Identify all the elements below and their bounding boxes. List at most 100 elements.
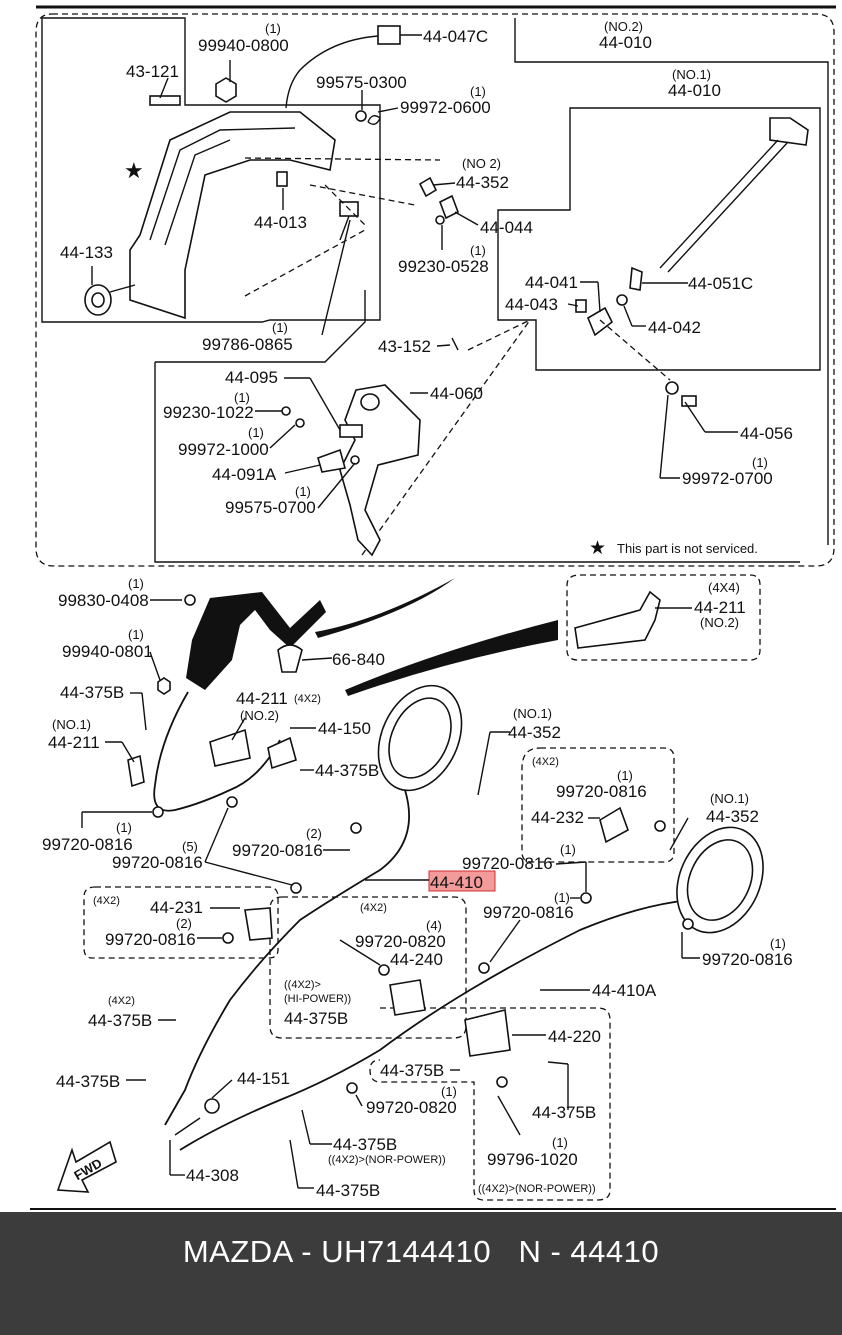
label-99720-0820-b: 99720-0820 <box>366 1098 457 1117</box>
no2-cable-box <box>514 18 829 545</box>
spring-44-042 <box>616 294 628 306</box>
tag-4x2-a: (4X2) <box>294 693 321 705</box>
bolt-1 <box>152 806 164 818</box>
clip-44-044 <box>438 194 460 220</box>
qty-99720-0816-l: (1) <box>116 820 132 835</box>
qty-99720-0820-a: (4) <box>426 918 442 933</box>
washer-99575-0300 <box>355 110 367 122</box>
pin-44-013 <box>276 171 288 187</box>
qty-99786-0865: (1) <box>272 320 288 335</box>
label-99720-0816-c1: 99720-0816 <box>462 854 553 873</box>
label-44-150: 44-150 <box>318 719 371 738</box>
label-44-308: 44-308 <box>186 1166 239 1185</box>
bolt-4 <box>350 822 362 834</box>
release-rod <box>659 139 789 273</box>
bolt-2 <box>226 796 238 808</box>
label-no1-mid: (NO.1) <box>513 706 552 721</box>
washer-99575-0700 <box>350 455 360 465</box>
bracket-44-232 <box>599 806 629 844</box>
bolt-3 <box>290 882 302 894</box>
bolt-10 <box>378 964 390 976</box>
label-99720-0820-a: 99720-0820 <box>355 932 446 951</box>
bracket-44-231 <box>244 907 273 941</box>
label-44-091A: 44-091A <box>212 465 277 484</box>
label-44-231: 44-231 <box>150 898 203 917</box>
qty-99972-0600: (1) <box>470 84 486 99</box>
label-44-151: 44-151 <box>237 1069 290 1088</box>
label-44-042: 44-042 <box>648 318 701 337</box>
guide-line-7 <box>599 319 671 381</box>
group-4x2-right <box>521 747 675 863</box>
label-44-352-right: 44-352 <box>706 807 759 826</box>
qty-99972-1000: (1) <box>248 425 264 440</box>
bracket-44-240 <box>389 979 426 1016</box>
equalizer-44-220 <box>464 1009 511 1057</box>
arrow-to-upper <box>315 578 455 638</box>
label-44-375B-i: 44-375B <box>316 1181 380 1200</box>
tag-4x2-d: (4X2) <box>360 902 387 914</box>
tag-4x2-c: (4X2) <box>93 895 120 907</box>
qty-99720-0816-d: (2) <box>176 916 192 931</box>
label-44-410A: 44-410A <box>592 981 657 1000</box>
part-44-308 <box>174 1117 201 1136</box>
label-44-375B-a: 44-375B <box>60 683 124 702</box>
label-nor-power-a: ((4X2)>(NOR-POWER)) <box>328 1154 446 1166</box>
label-44-375B-d: 44-375B <box>284 1009 348 1028</box>
label-99940-0801: 99940-0801 <box>62 642 153 661</box>
label-44-211-4x2: 44-211 <box>236 689 288 708</box>
guide-line-6 <box>361 319 531 556</box>
part-44-151 <box>204 1098 220 1114</box>
parking-lever-body <box>129 111 336 320</box>
qty-99720-0816-2: (2) <box>306 826 322 841</box>
bolt-99830-0408 <box>184 594 196 606</box>
label-44-041: 44-041 <box>525 273 578 292</box>
label-44-352-top: 44-352 <box>456 173 509 192</box>
label-44-410: 44-410 <box>430 873 483 892</box>
part-number-title: MAZDA - UH7144410 N - 44410 <box>182 1234 660 1269</box>
pin-43-152 <box>451 337 459 351</box>
upper-group-box <box>35 13 835 567</box>
brake-drum-left-inner <box>388 697 452 779</box>
label-43-152: 43-152 <box>378 337 431 356</box>
label-99720-0816-2: 99720-0816 <box>232 841 323 860</box>
label-44-220: 44-220 <box>548 1027 601 1046</box>
label-99720-0816-c2: 99720-0816 <box>483 903 574 922</box>
release-handle <box>769 117 809 146</box>
footer-bar: MAZDA - UH7144410 N - 44410 <box>0 1212 842 1335</box>
qty-99940-0801: (1) <box>128 627 144 642</box>
group-4x2-left <box>83 886 279 959</box>
label-44-232: 44-232 <box>531 808 584 827</box>
label-44-013: 44-013 <box>254 213 307 232</box>
lever-grip-knob-inner <box>91 292 105 308</box>
bolt-7 <box>654 820 666 832</box>
label-44-133: 44-133 <box>60 243 113 262</box>
qty-99720-0816-e: (1) <box>770 936 786 951</box>
tag-4x2-b: (4X2) <box>532 756 559 768</box>
label-44-056: 44-056 <box>740 424 793 443</box>
guide-line-3 <box>309 184 416 206</box>
label-99230-1022: 99230-1022 <box>163 403 254 422</box>
label-44-352-mid: 44-352 <box>508 723 561 742</box>
label-44-375B-f: 44-375B <box>380 1061 444 1080</box>
label-44-095: 44-095 <box>225 368 278 387</box>
part-44-095 <box>339 424 363 438</box>
qty-99940-0800: (1) <box>265 21 281 36</box>
label-44-044: 44-044 <box>480 218 533 237</box>
bracket-boss <box>360 393 380 411</box>
qty-99230-1022: (1) <box>234 390 250 405</box>
bolt-6 <box>478 962 490 974</box>
label-99972-0700: 99972-0700 <box>682 469 773 488</box>
label-99720-0816-e: 99720-0816 <box>702 950 793 969</box>
washer-99972-1000 <box>295 418 305 428</box>
lever-assembly-box <box>41 17 381 323</box>
label-99230-0528: 99230-0528 <box>398 257 489 276</box>
knob-shaft <box>109 284 136 293</box>
group-4x2-mid <box>269 896 467 1039</box>
guide-line-2 <box>244 157 441 161</box>
parts-diagram: ★ ★ <box>30 5 836 1210</box>
label-44-047C: 44-047C <box>423 27 488 46</box>
label-no2-4x4: (NO.2) <box>700 615 739 630</box>
label-99575-0300: 99575-0300 <box>316 73 407 92</box>
label-99720-0816-l: 99720-0816 <box>42 835 133 854</box>
qty-99720-0820-b: (1) <box>441 1084 457 1099</box>
